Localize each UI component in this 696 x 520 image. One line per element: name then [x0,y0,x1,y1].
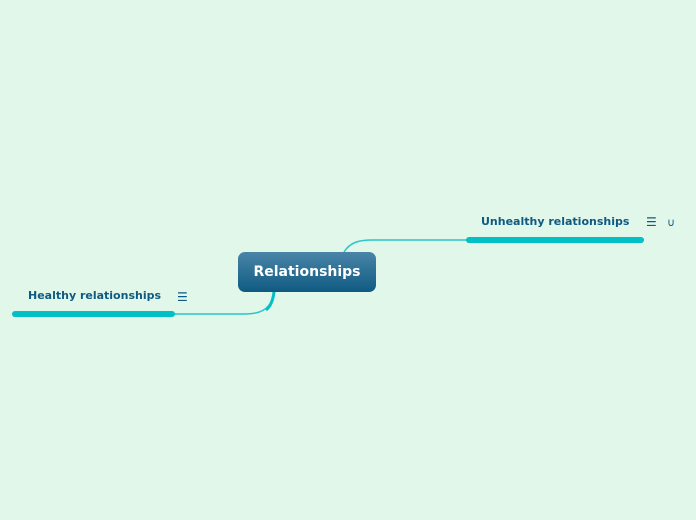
branch-underline [12,311,175,317]
topic-label: Unhealthy relationships [481,215,630,228]
topic-label: Healthy relationships [28,289,162,302]
central-topic-label: Relationships [253,264,361,280]
notes-icon[interactable]: ☰ [177,290,188,304]
link-icon[interactable]: ∪ [667,216,676,229]
branch-underline [466,237,644,243]
central-topic[interactable]: Relationships [238,252,376,292]
notes-icon[interactable]: ☰ [646,215,657,229]
